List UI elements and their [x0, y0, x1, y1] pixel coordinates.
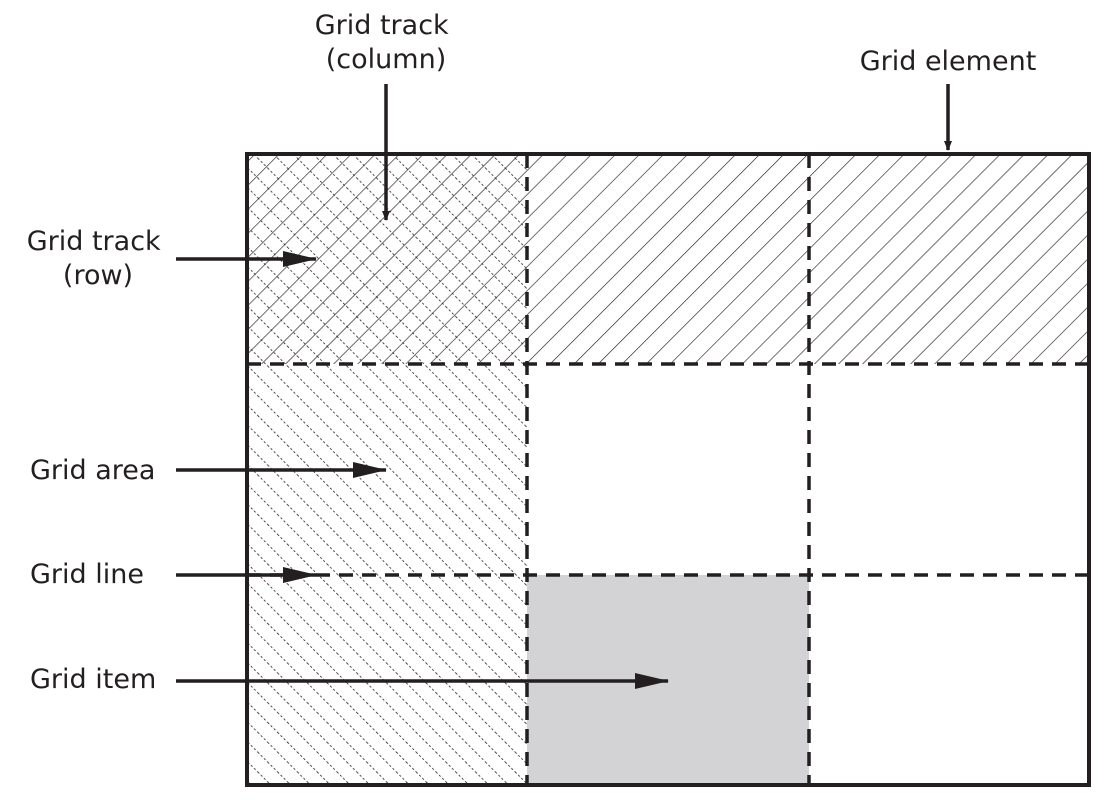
label-grid-track-row: Grid track (row) — [27, 226, 170, 291]
label-grid-track-row-line1: Grid track — [27, 226, 161, 257]
label-grid-area: Grid area — [30, 455, 155, 486]
grid-lines — [247, 154, 1089, 785]
label-grid-line: Grid line — [30, 559, 144, 590]
label-grid-item: Grid item — [30, 664, 156, 695]
label-grid-track-row-line2: (row) — [63, 260, 133, 291]
label-grid-track-column-line2: (column) — [326, 44, 446, 75]
label-grid-element: Grid element — [860, 46, 1037, 77]
label-grid-track-column: Grid track (column) — [315, 10, 458, 75]
label-grid-track-column-line1: Grid track — [315, 10, 449, 41]
